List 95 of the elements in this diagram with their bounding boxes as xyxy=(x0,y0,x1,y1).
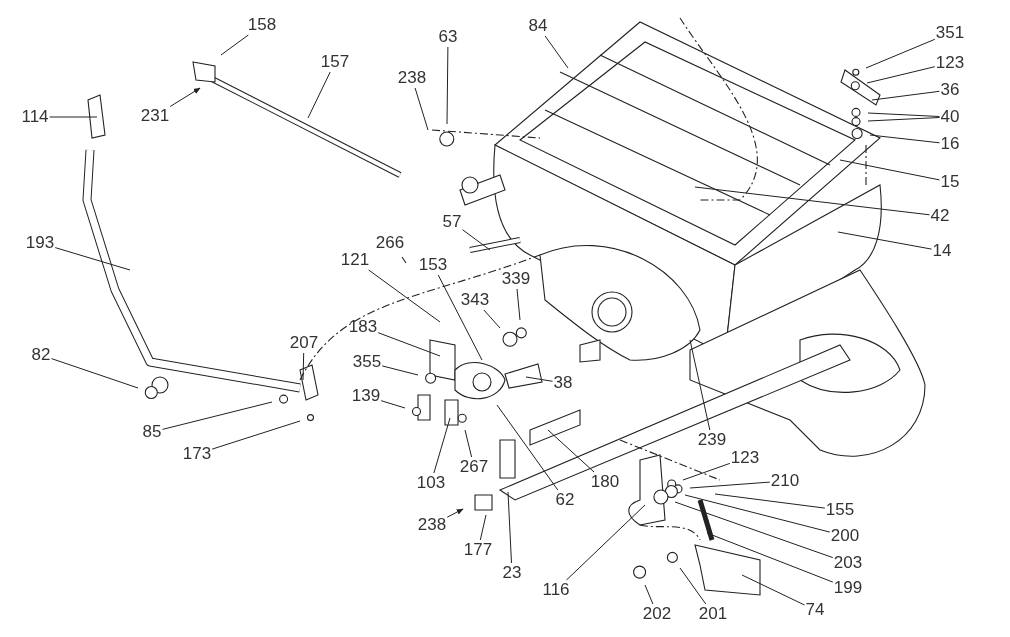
callout-number: 63 xyxy=(438,28,458,46)
callout-number: 183 xyxy=(348,318,378,336)
leader-line xyxy=(446,46,449,125)
leader-line xyxy=(380,400,406,409)
leader-line xyxy=(741,574,805,606)
leader-line xyxy=(679,567,707,605)
leader-line xyxy=(674,501,834,559)
callout-number: 355 xyxy=(352,353,382,371)
leader-line xyxy=(865,38,936,69)
leader-line xyxy=(706,532,834,583)
callout-number: 203 xyxy=(833,554,863,572)
leader-line xyxy=(566,504,646,581)
leader-line xyxy=(714,493,826,509)
callout-number: 85 xyxy=(142,423,162,441)
leader-line xyxy=(689,481,771,489)
leader-line xyxy=(496,404,559,491)
leader-line xyxy=(684,494,831,533)
leader-line xyxy=(867,112,940,117)
callout-number: 103 xyxy=(416,474,446,492)
leader-line xyxy=(867,117,940,122)
callout-number: 40 xyxy=(940,108,960,126)
callout-number: 139 xyxy=(351,387,381,405)
callout-number: 339 xyxy=(501,270,531,288)
callout-number: 38 xyxy=(553,374,573,392)
callout-number: 114 xyxy=(21,108,49,126)
leader-line xyxy=(414,87,429,131)
leader-line xyxy=(516,288,521,321)
leader-line xyxy=(446,508,464,518)
leader-line xyxy=(433,417,451,474)
leader-line xyxy=(169,87,201,107)
callout-number: 155 xyxy=(825,501,855,519)
leader-line xyxy=(869,134,940,144)
leader-line xyxy=(694,186,930,216)
leader-line xyxy=(368,269,441,323)
callout-number: 42 xyxy=(930,207,950,225)
leader-line xyxy=(211,420,301,450)
leader-line xyxy=(682,462,731,481)
leader-line xyxy=(51,358,139,389)
callout-number: 116 xyxy=(542,581,570,599)
callout-number: 123 xyxy=(935,54,965,72)
callout-number: 201 xyxy=(698,605,728,623)
leader-line xyxy=(839,159,940,181)
callout-number: 16 xyxy=(940,135,960,153)
callout-number: 180 xyxy=(590,473,620,491)
leader-line xyxy=(437,274,483,361)
leader-line xyxy=(547,429,595,473)
callout-number: 153 xyxy=(418,256,448,274)
callout-number: 207 xyxy=(289,334,319,352)
callout-number: 74 xyxy=(805,601,825,619)
callout-number: 202 xyxy=(642,605,672,623)
callout-number: 199 xyxy=(833,579,863,597)
leader-line xyxy=(162,401,273,430)
callout-number: 238 xyxy=(417,516,447,534)
leader-line xyxy=(544,35,569,69)
leader-line xyxy=(871,90,940,101)
callout-number: 14 xyxy=(932,242,952,260)
callout-number: 121 xyxy=(340,251,370,269)
callout-number: 177 xyxy=(463,541,493,559)
leader-line xyxy=(866,66,936,84)
callout-number: 210 xyxy=(770,472,800,490)
callout-number: 62 xyxy=(555,491,575,509)
callout-number: 231 xyxy=(140,107,170,125)
callout-number: 57 xyxy=(442,213,462,231)
leader-line xyxy=(644,584,654,605)
callout-number: 23 xyxy=(502,564,522,582)
leader-line xyxy=(462,229,491,251)
leader-line xyxy=(689,339,711,431)
callout-number: 84 xyxy=(528,17,548,35)
leader-line xyxy=(302,352,305,381)
callout-number: 238 xyxy=(397,69,427,87)
callout-number: 157 xyxy=(320,53,350,71)
leader-line xyxy=(220,34,249,56)
callout-number: 123 xyxy=(730,449,760,467)
callout-number: 193 xyxy=(25,234,55,252)
leader-line xyxy=(464,429,473,458)
callout-number: 15 xyxy=(940,173,960,191)
callout-number: 200 xyxy=(830,527,860,545)
callout-number: 351 xyxy=(935,24,965,42)
leader-line xyxy=(483,309,501,329)
leader-line xyxy=(54,247,131,271)
leader-line xyxy=(49,116,98,118)
leader-line xyxy=(377,332,441,357)
callout-number: 266 xyxy=(375,234,405,252)
leader-line xyxy=(507,491,512,564)
leader-line xyxy=(381,365,419,376)
callout-number: 173 xyxy=(182,445,212,463)
leader-line xyxy=(307,71,331,119)
callout-number: 36 xyxy=(940,81,960,99)
leader-line xyxy=(479,514,487,541)
leader-line xyxy=(837,231,932,250)
callout-number: 239 xyxy=(697,431,727,449)
callout-number: 267 xyxy=(459,458,489,476)
callout-number: 343 xyxy=(460,291,490,309)
callout-number: 158 xyxy=(247,16,277,34)
callout-number: 82 xyxy=(31,346,51,364)
